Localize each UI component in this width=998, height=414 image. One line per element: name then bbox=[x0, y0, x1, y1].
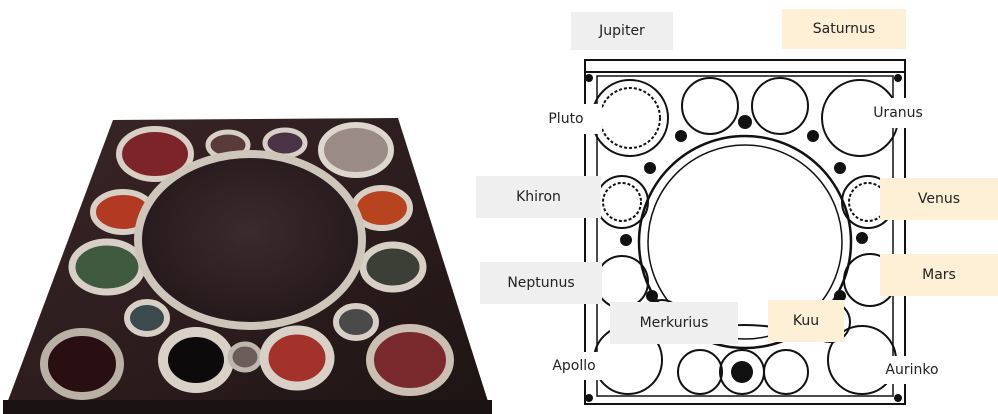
label-neptunus: Neptunus bbox=[480, 262, 602, 304]
label-pluto: Pluto bbox=[530, 104, 602, 134]
label-aurinko: Aurinko bbox=[872, 356, 952, 384]
drawing-dot bbox=[894, 394, 902, 402]
drawing-outer-frame bbox=[585, 60, 905, 404]
label-saturnus: Saturnus bbox=[782, 9, 906, 49]
drawing-dot bbox=[731, 361, 753, 383]
marble-table-photo bbox=[0, 0, 500, 414]
drawing-dot bbox=[807, 130, 819, 142]
label-mars: Mars bbox=[880, 254, 998, 296]
label-uranus: Uranus bbox=[858, 98, 938, 128]
label-venus: Venus bbox=[880, 178, 998, 220]
drawing-dot bbox=[675, 130, 687, 142]
drawing-dot bbox=[585, 74, 593, 82]
inlay-bottom-center-left bbox=[163, 332, 229, 388]
drawing-pluto-inner bbox=[600, 88, 660, 148]
drawing-dot bbox=[834, 162, 846, 174]
inlay-top-right bbox=[321, 125, 391, 175]
drawing-dot bbox=[644, 162, 656, 174]
drawing-dot bbox=[585, 394, 593, 402]
drawing-bottom-left-loop bbox=[678, 350, 722, 394]
inlay-bottom-center bbox=[230, 344, 260, 370]
label-apollo: Apollo bbox=[540, 352, 608, 380]
inlay-left-mid bbox=[72, 242, 142, 292]
drawing-neptunus-circle bbox=[596, 256, 648, 308]
table-edge bbox=[3, 400, 492, 414]
inlay-lower-left-small bbox=[127, 302, 167, 334]
drawing-dot bbox=[894, 74, 902, 82]
inlay-right-mid bbox=[363, 245, 423, 289]
label-merkurius: Merkurius bbox=[610, 302, 738, 344]
label-jupiter: Jupiter bbox=[571, 12, 673, 50]
drawing-khiron-inner bbox=[603, 183, 641, 221]
central-disc bbox=[138, 154, 362, 326]
label-khiron: Khiron bbox=[476, 176, 601, 218]
drawing-dot bbox=[620, 234, 632, 246]
drawing-top-right-circle bbox=[752, 78, 808, 134]
inlay-lower-right-small bbox=[336, 306, 376, 338]
drawing-dot bbox=[856, 232, 868, 244]
drawing-bottom-right-loop bbox=[764, 350, 808, 394]
inlay-bottom-left bbox=[44, 332, 120, 396]
drawing-top-left-circle bbox=[682, 78, 738, 134]
drawing-dot bbox=[738, 115, 752, 129]
label-kuu: Kuu bbox=[768, 300, 844, 342]
inlay-bottom-right bbox=[370, 328, 450, 392]
inlay-bottom-center-right bbox=[264, 330, 330, 386]
drawing-pluto-circle bbox=[592, 80, 668, 156]
drawing-dot bbox=[646, 290, 658, 302]
